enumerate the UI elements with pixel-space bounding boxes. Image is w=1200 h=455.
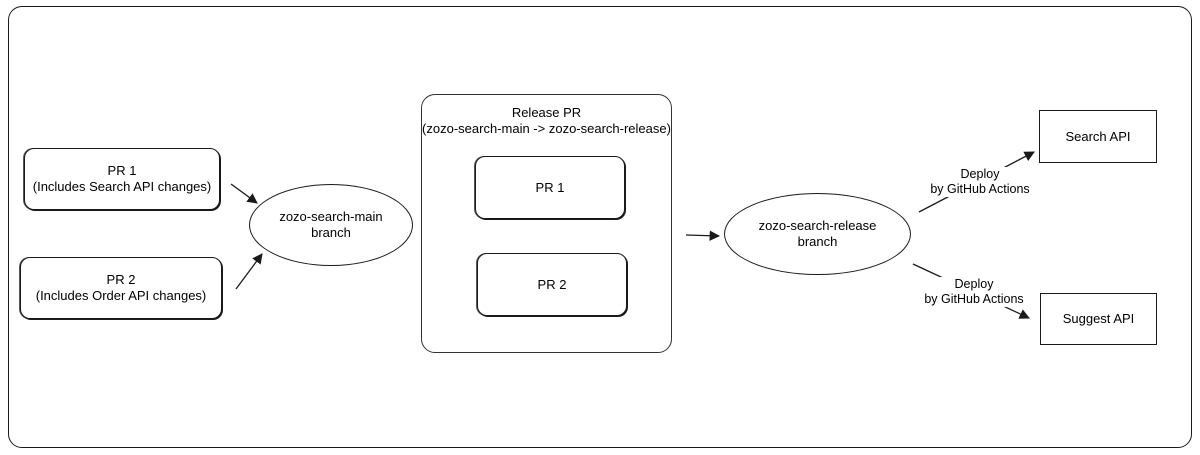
deploy-top-line1: Deploy — [960, 167, 1000, 181]
release-pr-group: Release PR (zozo-search-main -> zozo-sea… — [421, 94, 672, 353]
pr2-card: PR 2 (Includes Order API changes) — [20, 257, 222, 319]
main-branch-name: zozo-search-main — [279, 209, 383, 224]
release-branch-name: zozo-search-release — [758, 218, 877, 233]
release-pr-title: Release PR — [511, 105, 582, 120]
release-branch-node: zozo-search-release branch — [724, 193, 911, 275]
arrow-release-pr-to-branch — [685, 230, 721, 241]
deploy-top-line2: by GitHub Actions — [930, 182, 1030, 196]
release-pr-item-2: PR 2 — [477, 253, 627, 316]
deploy-bottom-line2: by GitHub Actions — [924, 292, 1024, 306]
deploy-label-bottom: Deploy by GitHub Actions — [914, 277, 1034, 307]
suggest-api-label: Suggest API — [1062, 311, 1135, 326]
search-api-label: Search API — [1065, 128, 1131, 144]
arrow-pr1-to-main — [230, 183, 258, 204]
pr2-card-title: PR 2 — [106, 272, 136, 287]
pr1-card-subtitle: (Includes Search API changes) — [32, 179, 212, 194]
release-pr-item-1-label: PR 1 — [535, 179, 565, 195]
release-pr-item-2-label: PR 2 — [537, 276, 567, 292]
release-pr-item-1: PR 1 — [475, 156, 625, 219]
deploy-label-top: Deploy by GitHub Actions — [920, 167, 1040, 197]
arrow-pr2-to-main — [235, 253, 263, 290]
release-pr-header: Release PR (zozo-search-main -> zozo-sea… — [422, 105, 671, 137]
search-api-box: Search API — [1039, 110, 1157, 163]
main-branch-node: zozo-search-main branch — [249, 184, 413, 266]
main-branch-suffix: branch — [311, 225, 351, 240]
suggest-api-box: Suggest API — [1040, 293, 1157, 345]
release-branch-suffix: branch — [797, 234, 838, 249]
deploy-bottom-line1: Deploy — [954, 277, 994, 291]
pr1-card: PR 1 (Includes Search API changes) — [24, 148, 220, 210]
release-pr-subtitle: (zozo-search-main -> zozo-search-release… — [422, 121, 671, 136]
pr1-card-title: PR 1 — [107, 163, 137, 178]
pr2-card-subtitle: (Includes Order API changes) — [35, 288, 207, 303]
diagram-frame — [8, 6, 1192, 448]
